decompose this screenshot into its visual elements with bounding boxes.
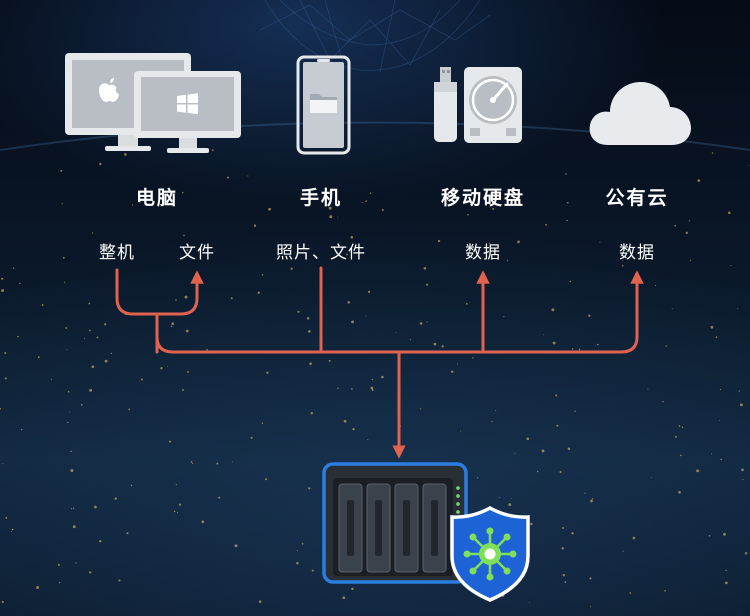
- phone-title: 手机: [299, 187, 342, 209]
- main-bus-line: [155, 335, 639, 354]
- folder-icon: [310, 94, 337, 113]
- apple-icon: [99, 78, 119, 102]
- usb-drive-icon: [434, 67, 457, 142]
- hard-disk-icon: [464, 67, 522, 143]
- computer-file-arrow: [155, 270, 204, 316]
- external-drive-title: 移动硬盘: [440, 187, 525, 209]
- external-drive-sub-label: 数据: [465, 243, 501, 263]
- shield-icon: [450, 505, 530, 602]
- nas-device-icon: [322, 462, 530, 602]
- computer-whole-line: [115, 268, 159, 316]
- windows-monitor-icon: [134, 71, 241, 153]
- phone-sub-label: 照片、文件: [276, 243, 366, 263]
- computer-whole-label: 整机: [99, 243, 135, 263]
- external-drive-icon: [434, 67, 522, 143]
- computer-file-label: 文件: [179, 243, 215, 263]
- windows-icon: [177, 93, 198, 115]
- public-cloud-title: 公有云: [605, 187, 669, 209]
- computer-icon: [65, 53, 241, 153]
- nas-icon: [322, 462, 468, 584]
- phone-icon: [296, 55, 351, 155]
- cloud-icon: [589, 82, 691, 145]
- public-cloud-sub-label: 数据: [619, 243, 655, 263]
- computer-title: 电脑: [135, 187, 178, 209]
